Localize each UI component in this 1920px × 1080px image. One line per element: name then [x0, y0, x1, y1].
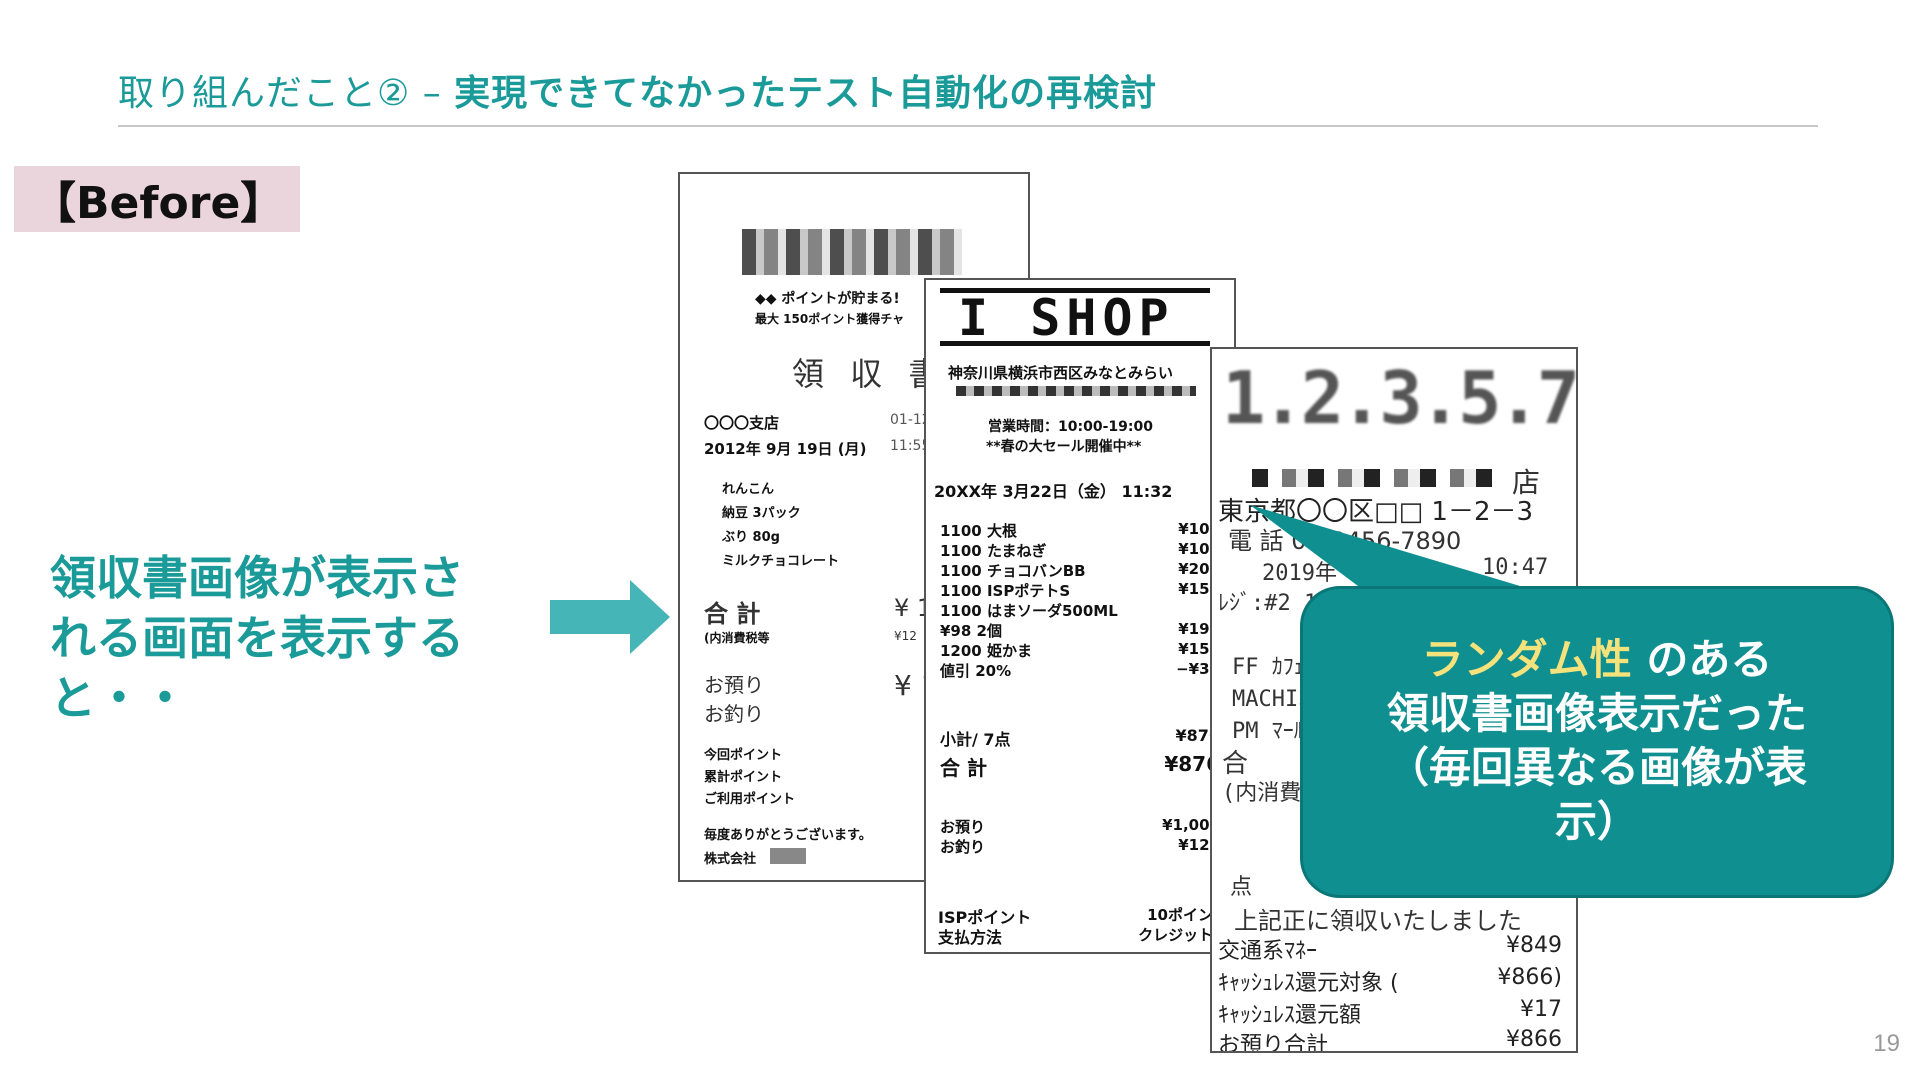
slide-title-main: 実現できてなかったテスト自動化の再検討 — [454, 73, 1158, 114]
receipt3-footer-label: ｷｬｯｼｭﾚｽ還元額 — [1218, 1003, 1362, 1028]
receipt2-line-price: −¥30 — [1176, 660, 1220, 678]
receipt3-footer-value: ¥866 — [1506, 1027, 1562, 1052]
callout-line-1-rest: のある — [1646, 635, 1773, 684]
receipt3-points-label: 点 — [1230, 875, 1253, 900]
receipt3-time: 10:47 — [1482, 555, 1549, 580]
callout-line-3: （毎回異なる画像が表 — [1386, 743, 1807, 792]
receipt2-shop-logo: I SHOP — [940, 288, 1210, 346]
page-number: 19 — [1873, 1030, 1900, 1057]
callout-bubble: ランダム性 のある 領収書画像表示だった （毎回異なる画像が表 示） — [1300, 586, 1894, 898]
receipt1-time: 11:55 — [890, 438, 931, 454]
receipt1-points: ご利用ポイント — [704, 792, 796, 807]
callout-highlight: ランダム性 — [1421, 635, 1632, 684]
receipt2-line-price: ¥105 — [1178, 520, 1220, 538]
receipt2-date: 20XX年 3月22日（金） 11:32 — [934, 482, 1173, 501]
receipt2-line-label: 1100 大根 — [940, 522, 1017, 540]
receipt1-title: 領 収 書 — [792, 355, 949, 393]
receipt1-total-label: 合 計 — [704, 600, 761, 628]
lead-text: 領収書画像が表示さ れる画面を表示する と・・ — [50, 548, 490, 728]
receipt2-subtotal-value: ¥876 — [1175, 726, 1220, 745]
receipt2-line-price: ¥200 — [1178, 560, 1220, 578]
right-arrow-icon — [550, 580, 670, 654]
receipt1-branch-no: 01-12 — [890, 412, 931, 428]
callout-line-2: 領収書画像表示だった — [1386, 689, 1807, 738]
receipt2-line-label: 値引 20% — [940, 662, 1012, 680]
callout-line-4: 示） — [1554, 797, 1639, 846]
slide-title-prefix: 取り組んだこと② – — [118, 73, 455, 114]
receipt2-sale: **春の大セール開催中** — [986, 439, 1142, 455]
receipt1-promo-2: 最大 150ポイント獲得チャ — [755, 312, 905, 326]
receipt3-footer-value: ¥866) — [1497, 965, 1562, 990]
blurred-shop-name — [1252, 469, 1492, 487]
receipt1-date: 2012年 9月 19日 (月) — [704, 440, 867, 458]
receipt2-hours: 営業時間：10:00-19:00 — [988, 419, 1153, 435]
lead-line-1: 領収書画像が表示さ — [50, 551, 464, 605]
receipt3-received: 上記正に領収いたしました — [1234, 907, 1522, 935]
receipt1-tax-value: ¥12 — [894, 629, 917, 643]
receipt1-item: 納豆 3パック — [722, 506, 801, 521]
receipt1-paid-label: お預り — [704, 673, 764, 697]
receipt3-footer-label: お預り合計 — [1218, 1033, 1329, 1053]
title-divider — [118, 125, 1818, 127]
receipt2-paid-value: ¥1,000 — [1162, 816, 1220, 834]
receipt1-thanks: 毎度ありがとうございます。 — [704, 828, 872, 843]
receipt2-change-value: ¥124 — [1178, 836, 1220, 854]
receipt2-line-price: ¥105 — [1178, 540, 1220, 558]
receipt3-shop-suffix: 店 — [1512, 466, 1541, 499]
receipt2-line-price: ¥150 — [1178, 640, 1220, 658]
receipt2-point-label: ISPポイント — [938, 908, 1032, 927]
receipt3-total-label: 合 — [1222, 749, 1249, 779]
receipt2-line-label: 1200 姫かま — [940, 642, 1032, 660]
receipt2-point-value: 10ポイント — [1147, 906, 1228, 924]
slide-title: 取り組んだこと② – 実現できてなかったテスト自動化の再検討 — [118, 64, 1157, 116]
receipt3-footer-value: ¥849 — [1506, 933, 1562, 958]
receipt3-blurred-logo: 1.2.3.5.7B.C.H — [1222, 356, 1577, 440]
receipt1-corp: 株式会社 — [704, 852, 757, 867]
receipt2-pay-label: 支払方法 — [938, 928, 1003, 947]
receipt1-promo-1: ◆◆ ポイントが貯まる! — [755, 291, 900, 307]
blurred-corp-name — [770, 848, 806, 864]
receipt2-line-label: 1100 はまソーダ500ML — [940, 602, 1118, 620]
receipt1-change-label: お釣り — [704, 702, 764, 726]
receipt2-subtotal-label: 小計/ 7点 — [940, 730, 1011, 749]
receipt2-total-label: 合 計 — [940, 756, 987, 780]
lead-line-2: れる画面を表示する — [50, 611, 464, 665]
receipt2-address: 神奈川県横浜市西区みなとみらい — [948, 364, 1174, 382]
receipt3-footer-label: ｷｬｯｼｭﾚｽ還元対象 ( — [1218, 971, 1399, 996]
receipt2-line-label: 1100 ISPポテトS — [940, 582, 1071, 600]
receipt1-item: れんこん — [722, 482, 775, 497]
receipt-image-2: I SHOP 神奈川県横浜市西区みなとみらい 営業時間：10:00-19:00 … — [924, 278, 1236, 954]
receipt1-branch: 〇〇〇支店 — [704, 414, 780, 432]
receipt1-item: ぶり 80g — [722, 530, 780, 545]
blurred-store-logo — [742, 229, 962, 275]
receipt2-line-price: ¥196 — [1178, 620, 1220, 638]
receipt2-line-label: 1100 チョコバンBB — [940, 562, 1086, 580]
callout-line-1: ランダム性 のある — [1303, 633, 1891, 687]
receipt2-line-label: ¥98 2個 — [940, 622, 1002, 640]
lead-line-3: と・・ — [50, 671, 188, 725]
receipt2-change-label: お釣り — [940, 838, 986, 856]
before-label: 【Before】 — [14, 166, 300, 232]
receipt1-tax-label: (内消費税等 — [704, 631, 770, 645]
receipt3-footer-value: ¥17 — [1520, 997, 1562, 1022]
receipt2-paid-label: お預り — [940, 818, 986, 836]
receipt2-line-price: ¥150 — [1178, 580, 1220, 598]
blurred-address-line — [956, 386, 1196, 396]
receipt2-line-label: 1100 たまねぎ — [940, 542, 1047, 560]
receipt1-item: ミルクチョコレート — [722, 554, 840, 569]
receipt1-points: 累計ポイント — [704, 770, 783, 785]
receipt2-pay-value: クレジットM — [1138, 926, 1228, 944]
receipt3-footer-label: 交通系ﾏﾈｰ — [1218, 939, 1318, 964]
receipt1-points: 今回ポイント — [704, 748, 783, 763]
